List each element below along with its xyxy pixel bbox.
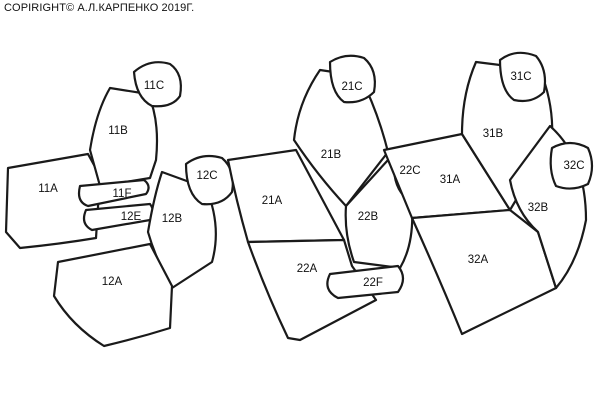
label-22A: 22A — [297, 263, 318, 275]
part-31C-shape — [498, 51, 547, 103]
part-11B-shape — [88, 86, 159, 188]
label-31C: 31C — [510, 71, 531, 83]
copyright-text: COPIRIGHT© А.Л.КАРПЕНКО 2019Г. — [4, 2, 195, 14]
part-21B-shape — [292, 68, 390, 208]
label-11B: 11B — [108, 125, 128, 137]
label-32B: 32B — [528, 202, 549, 214]
part-labels: 11C 11B 11A 11F 12E 12C 12B 12A 21C 21B … — [38, 71, 584, 289]
label-31B: 31B — [483, 128, 504, 140]
label-11C: 11C — [144, 80, 164, 92]
part-32A-shape — [410, 208, 558, 336]
seat-group-2 — [226, 54, 438, 342]
label-21C: 21C — [341, 81, 362, 93]
label-22F: 22F — [363, 277, 383, 289]
seat-group-3 — [382, 51, 594, 336]
label-21A: 21A — [262, 195, 283, 207]
part-22F-shape — [326, 264, 405, 300]
label-32A: 32A — [468, 254, 489, 266]
seat-group-1 — [4, 61, 234, 348]
label-11F: 11F — [113, 188, 132, 200]
label-31A: 31A — [440, 174, 461, 186]
label-22B: 22B — [358, 211, 379, 223]
part-12C-shape — [184, 154, 234, 206]
label-12E: 12E — [121, 211, 142, 223]
label-22C: 22C — [399, 165, 420, 177]
part-11F-shape — [77, 178, 150, 208]
part-22A-shape — [246, 238, 378, 342]
label-21B: 21B — [321, 149, 342, 161]
part-32C-shape — [549, 141, 594, 190]
label-12A: 12A — [102, 276, 123, 288]
label-12C: 12C — [196, 170, 217, 182]
part-11C-shape — [132, 61, 182, 108]
part-21C-shape — [328, 54, 376, 104]
label-32C: 32C — [563, 160, 584, 172]
label-11A: 11A — [38, 183, 58, 195]
label-12B: 12B — [162, 213, 183, 225]
part-12A-shape — [52, 242, 174, 348]
